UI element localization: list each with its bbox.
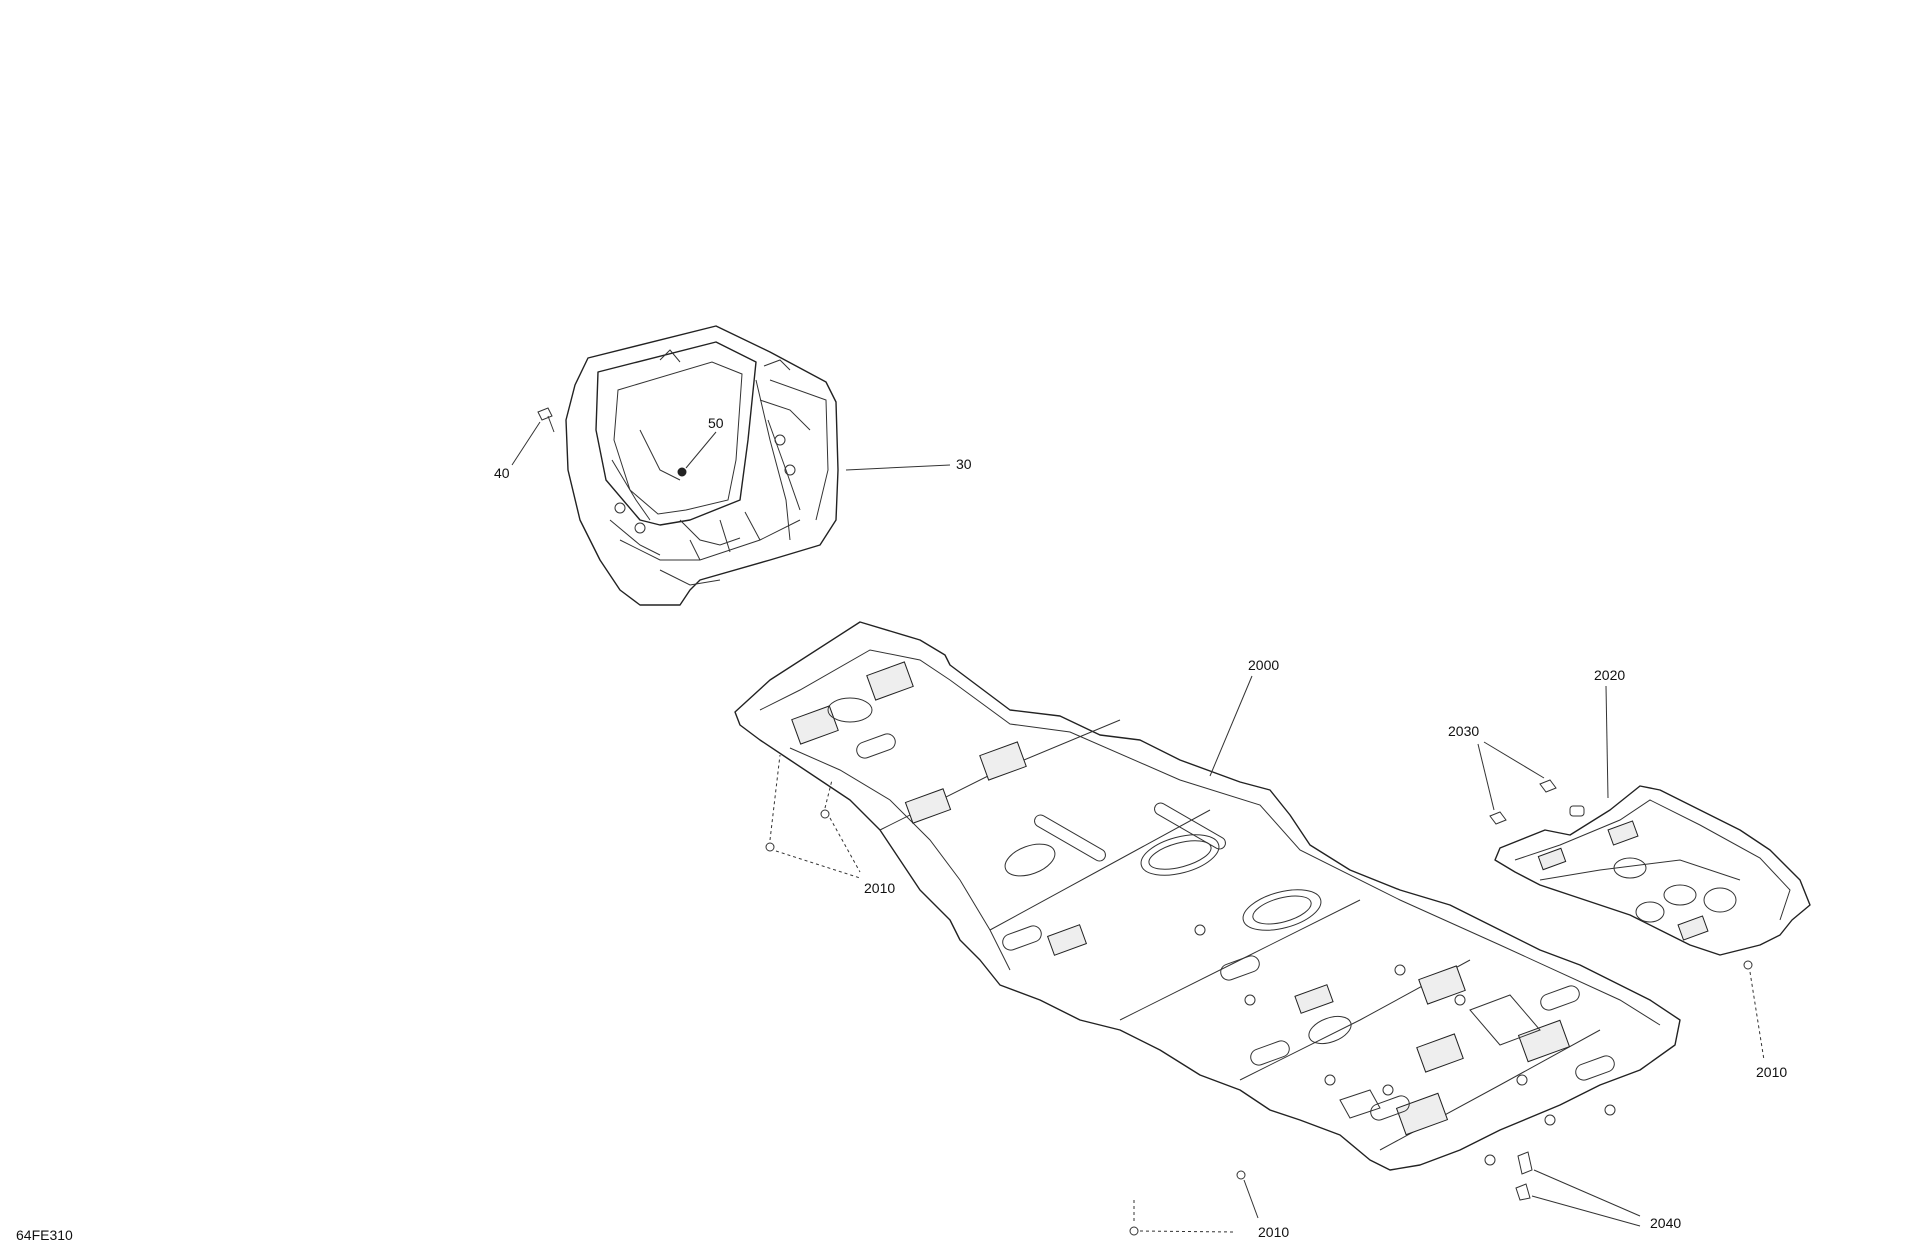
callout-2000: 2000 — [1248, 657, 1279, 673]
part-2000-skid-plate — [734, 621, 1681, 1171]
callout-2010-right: 2010 — [1756, 1064, 1787, 1080]
callout-2010-bottom: 2010 — [1258, 1224, 1289, 1240]
part-2040-bolts — [1515, 1151, 1641, 1227]
figure-code: 64FE310 — [16, 1227, 73, 1243]
leader-30 — [845, 464, 951, 471]
part-50-nut — [677, 431, 717, 477]
callout-2020: 2020 — [1594, 667, 1625, 683]
callout-2030: 2030 — [1448, 723, 1479, 739]
part-2030-clips — [1477, 741, 1557, 825]
callout-40: 40 — [494, 465, 510, 481]
callout-30: 30 — [956, 456, 972, 472]
leader-2020 — [1605, 685, 1609, 799]
part-2020-rear-plate — [1494, 785, 1811, 956]
callout-2040: 2040 — [1650, 1215, 1681, 1231]
callout-50: 50 — [708, 415, 724, 431]
part-2010-rivets-bottom — [1129, 1170, 1259, 1236]
part-40-screw — [511, 407, 555, 466]
leader-2000 — [1209, 675, 1253, 777]
part-2010-rivets-left — [765, 754, 861, 879]
callout-2010-left: 2010 — [864, 880, 895, 896]
part-30-cover — [565, 325, 839, 606]
part-2010-rivet-right — [1743, 960, 1765, 1061]
